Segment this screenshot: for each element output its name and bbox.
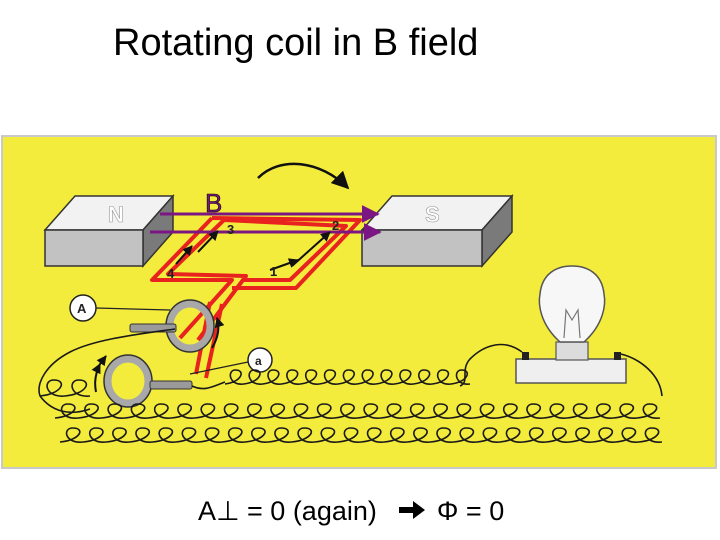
current-arrow-4 bbox=[175, 245, 193, 265]
ring-rotation-arrow bbox=[96, 355, 107, 367]
coiled-wire bbox=[54, 403, 661, 419]
segment-label-2: 2 bbox=[332, 218, 339, 233]
brush-a bbox=[129, 323, 177, 333]
coiled-wire bbox=[224, 369, 471, 385]
slide-title: Rotating coil in B field bbox=[113, 22, 479, 64]
north-magnet: N bbox=[43, 194, 175, 268]
north-pole-label: N bbox=[108, 202, 124, 227]
coiled-wire bbox=[39, 379, 91, 397]
flux-equation: A⊥ = 0 (again) Φ = 0 bbox=[198, 496, 504, 527]
ring-rotation-arrow bbox=[211, 317, 225, 349]
current-arrow-1 bbox=[269, 258, 299, 271]
brush-a-callout: A bbox=[69, 294, 171, 322]
south-pole-label: S bbox=[425, 202, 440, 227]
brush-a-label: A bbox=[77, 301, 87, 316]
right-arrow-icon bbox=[398, 496, 425, 527]
field-label: B bbox=[205, 188, 222, 218]
current-arrow-3 bbox=[197, 230, 219, 253]
segment-label-4: 4 bbox=[167, 266, 175, 281]
coiled-wire bbox=[59, 427, 663, 443]
brush-b-callout: a bbox=[189, 347, 273, 375]
flux-expression: Φ = 0 bbox=[436, 496, 505, 526]
generator-diagram: N S B 3 2 4 1 A bbox=[1, 135, 717, 469]
rotation-arrow-icon bbox=[257, 162, 350, 190]
south-magnet: S bbox=[360, 194, 514, 268]
segment-label-1: 1 bbox=[270, 264, 277, 279]
perpendicular-area-expression: A⊥ = 0 (again) bbox=[198, 496, 377, 526]
brush-b bbox=[149, 380, 193, 390]
brush-b-label: a bbox=[255, 354, 262, 368]
segment-label-3: 3 bbox=[227, 222, 234, 237]
light-bulb-icon bbox=[515, 265, 627, 384]
